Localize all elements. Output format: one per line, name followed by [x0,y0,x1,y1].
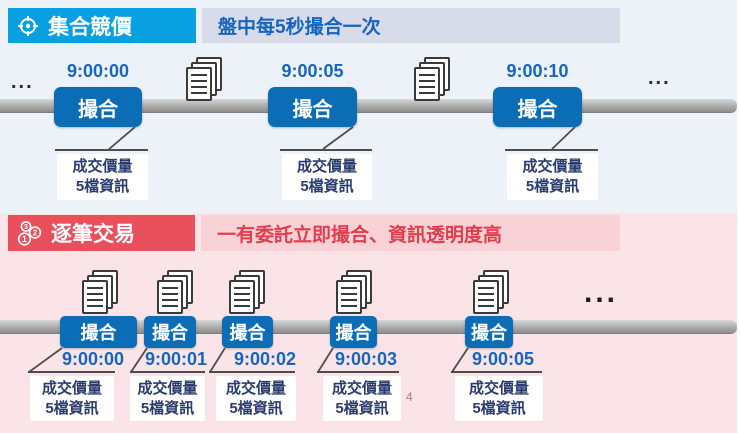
callout-underline [28,371,115,373]
call-auction-badge: 集合競價 [8,8,196,43]
callout-line1: 成交價量 [137,379,198,397]
callout-line1: 成交價量 [331,379,392,397]
continuous-trading-subtitle: 一有委託立即撮合、資訊透明度高 [217,224,503,246]
match-time: 9:00:05 [281,61,344,81]
continuous-trading-badge-label: 逐筆交易 [51,223,135,246]
callout-leader-line [130,347,148,373]
callout-leader-line [107,126,136,151]
callout-line2: 5檔資訊 [525,178,580,195]
callout-underline [280,149,372,151]
match-result-callout: 成交價量 5檔資訊 [57,154,148,200]
callout-underline [209,371,295,373]
match-button: 撮合 [330,316,377,348]
callout-line1: 成交價量 [72,158,133,175]
svg-text:2: 2 [33,228,38,237]
page-number: 4 [406,390,413,404]
match-time: 9:00:00 [66,61,130,81]
callout-line2: 5檔資訊 [300,178,354,195]
callout-line2: 5檔資訊 [140,399,195,417]
callout-line1: 成交價量 [296,158,357,175]
callout-leader-line [451,347,469,373]
callout-line1: 成交價量 [468,379,529,397]
match-time: 9:00:10 [506,61,569,81]
match-button: 撮合 [54,87,142,127]
match-result-callout: 成交價量 5檔資訊 [30,376,114,421]
callout-line1: 成交價量 [41,379,102,397]
stacked-documents-icon [186,57,222,103]
match-time: 9:00:00 [61,349,125,369]
callout-line2: 5檔資訊 [472,399,526,417]
svg-text:1: 1 [22,234,27,244]
match-button: 撮合 [60,316,137,348]
stacked-documents-icon [82,270,118,316]
timeline-continues-right-dots: ... [648,67,671,89]
match-result-callout: 成交價量 5檔資訊 [455,376,543,421]
match-result-callout: 成交價量 5檔資訊 [282,154,372,200]
callout-underline [317,371,399,373]
timeline-continues-left-dots: ... [11,71,34,93]
match-result-callout: 成交價量 5檔資訊 [323,376,401,421]
match-button: 撮合 [144,316,196,348]
callout-line2: 5檔資訊 [335,399,389,417]
call-auction-badge-label: 集合競價 [48,15,132,39]
callout-underline [55,149,148,151]
match-time: 9:00:03 [335,349,398,369]
match-button: 撮合 [222,316,273,348]
callout-leader-line [317,347,334,373]
callout-underline [451,371,542,373]
target-icon [18,15,38,36]
stacked-documents-icon [336,270,372,316]
match-time: 9:00:01 [145,349,208,369]
callout-line2: 5檔資訊 [45,399,99,417]
callout-line2: 5檔資訊 [75,178,130,195]
callout-line2: 5檔資訊 [229,399,283,417]
stacked-documents-icon [473,270,509,316]
continuous-trading-subtitle-bar: 一有委託立即撮合、資訊透明度高 [201,215,620,251]
callout-underline [505,149,598,151]
match-result-callout: 成交價量 5檔資訊 [130,376,205,421]
callout-leader-line [209,347,226,373]
callout-leader-line [551,126,576,150]
match-result-callout: 成交價量 5檔資訊 [216,376,296,421]
match-result-callout: 成交價量 5檔資訊 [507,154,598,200]
numbered-bubbles-icon: 3 2 1 [17,220,42,246]
callout-line1: 成交價量 [225,379,286,397]
callout-leader-line [28,347,63,373]
match-button: 撮合 [465,316,513,348]
match-button: 撮合 [493,87,582,127]
match-time: 9:00:02 [234,349,297,369]
callout-underline [130,371,205,373]
call-auction-subtitle-bar: 盤中每5秒撮合一次 [202,8,620,43]
timeline-continues-dots: ... [584,276,619,309]
stacked-documents-icon [414,57,450,103]
match-time: 9:00:05 [472,349,535,369]
stacked-documents-icon [229,270,265,316]
stacked-documents-icon [157,270,193,316]
callout-leader-line [322,126,354,150]
continuous-trading-badge: 3 2 1 逐筆交易 [8,215,195,251]
match-button: 撮合 [268,87,357,127]
svg-text:3: 3 [24,224,28,231]
call-auction-subtitle: 盤中每5秒撮合一次 [218,17,381,38]
callout-line1: 成交價量 [522,158,583,175]
